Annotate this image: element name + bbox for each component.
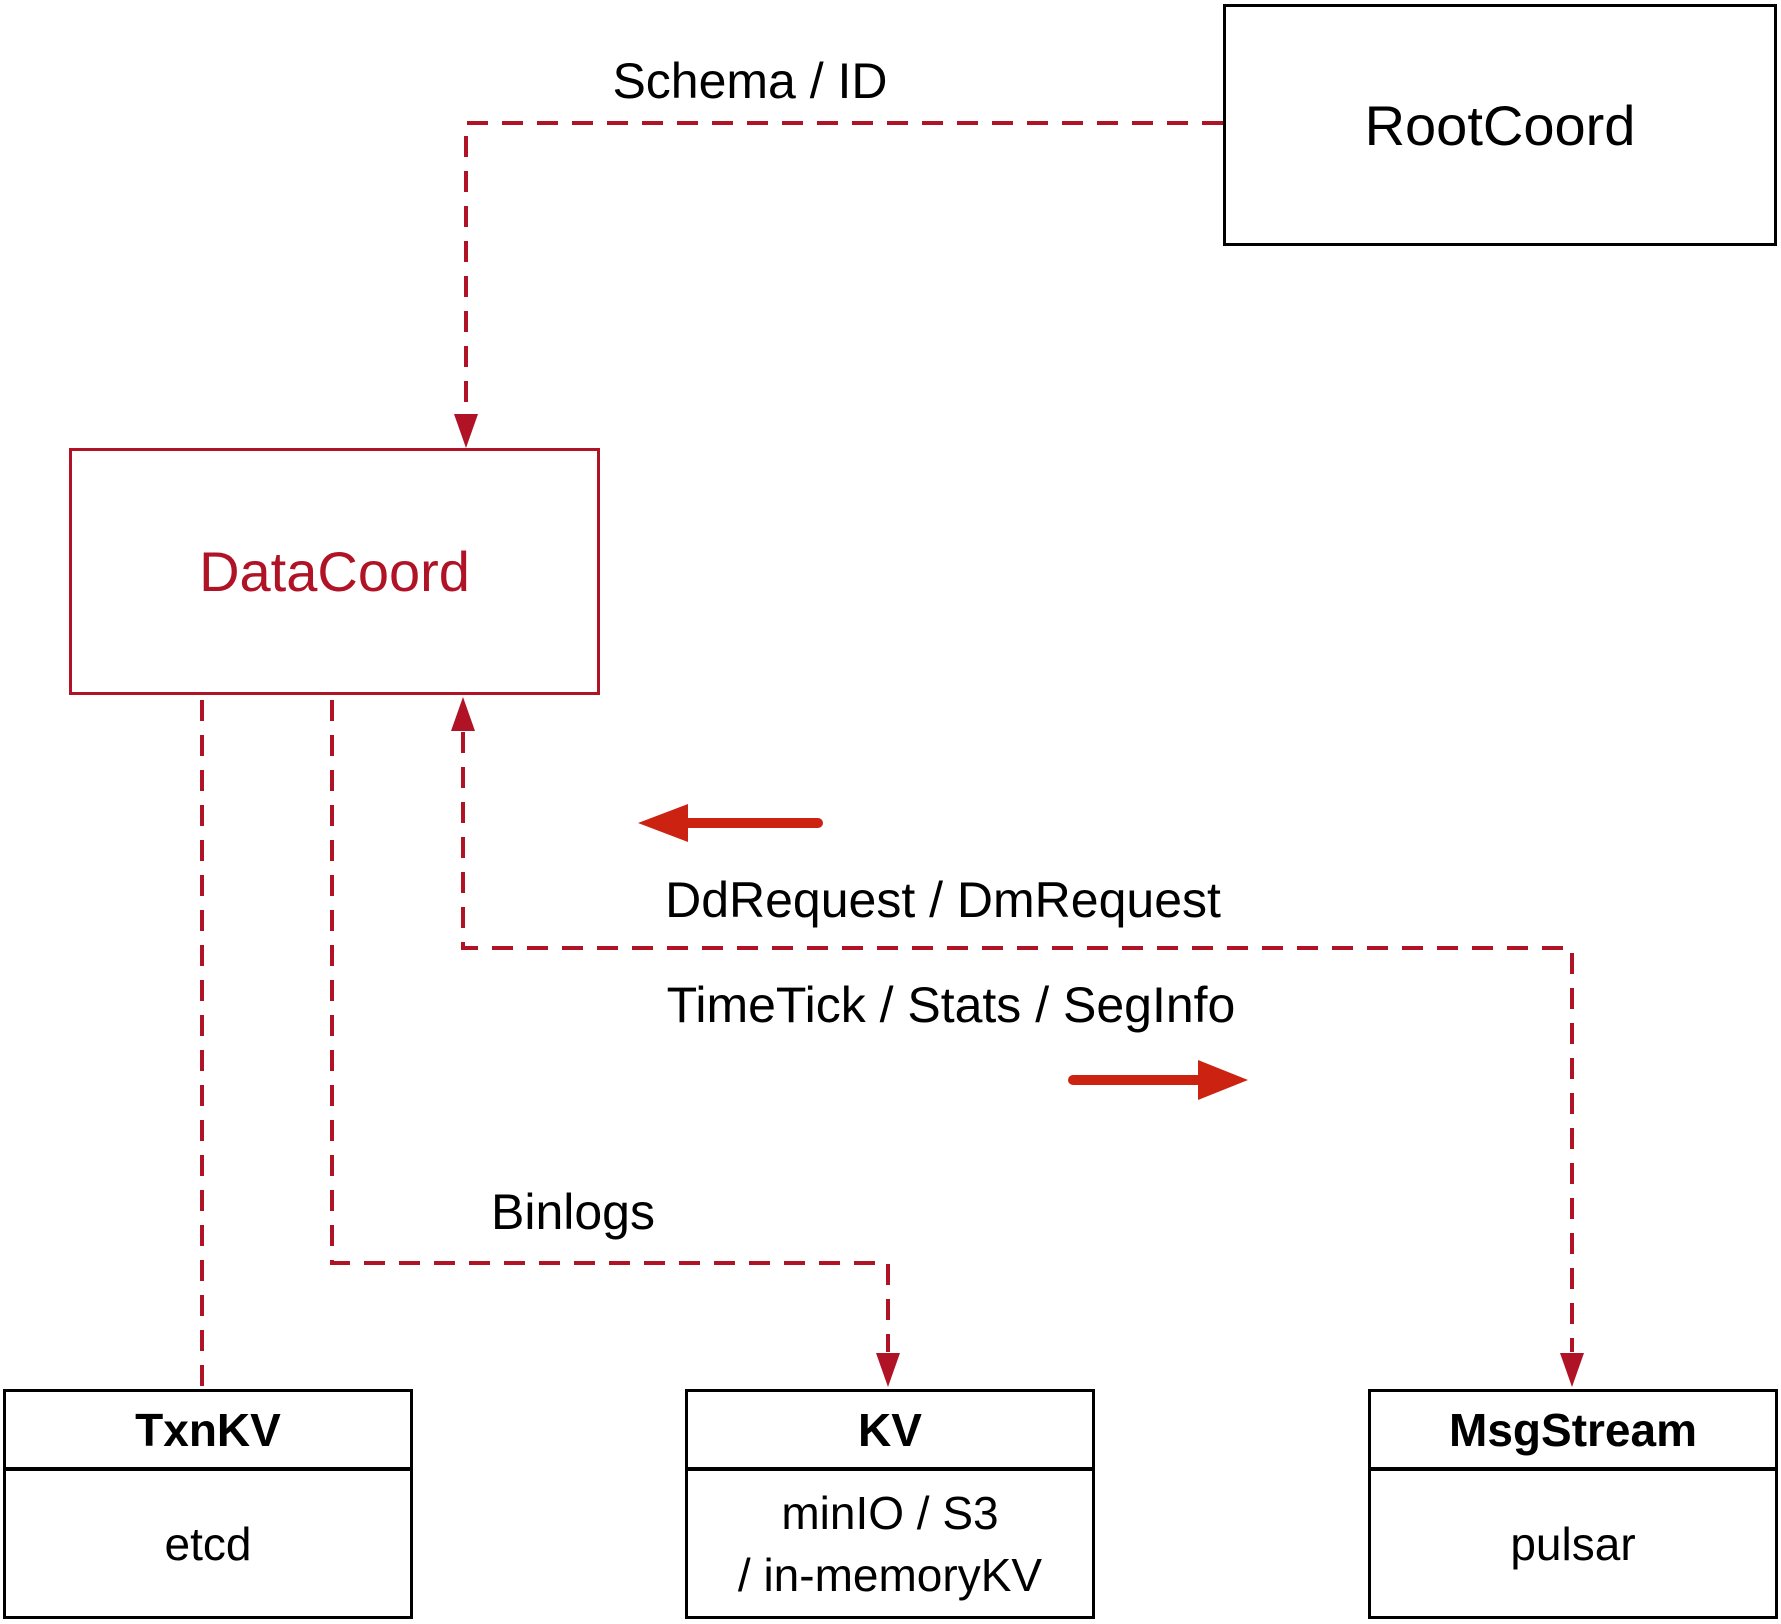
datacoord-label: DataCoord [199,540,470,603]
binlogs-edge-label: Binlogs [491,1184,655,1240]
txnkv-title: TxnKV [6,1392,410,1471]
left-direction-arrow-icon [638,804,688,842]
schema-id-edge-label: Schema / ID [612,53,888,109]
schema-id-arrowhead-icon [454,414,478,448]
kv-body-line1: minIO / S3 [781,1486,999,1539]
feedback-down-arrowhead-icon [1560,1353,1584,1387]
msgstream-title: MsgStream [1371,1392,1775,1471]
right-direction-arrow-icon [1198,1060,1248,1100]
feedback-up-arrowhead-icon [451,697,475,731]
timetick-edge-label: TimeTick / Stats / SegInfo [666,977,1236,1033]
schema-id-edge [464,121,1223,414]
node-msgstream: MsgStream pulsar [1368,1389,1778,1619]
node-kv: KV minIO / S3 / in-memoryKV [685,1389,1095,1619]
rootcoord-label: RootCoord [1364,93,1636,157]
msgstream-feedback-edge [461,732,1574,1352]
node-txnkv: TxnKV etcd [3,1389,413,1619]
kv-title: KV [688,1392,1092,1471]
msgstream-body-label: pulsar [1510,1517,1636,1570]
node-datacoord: DataCoord [69,448,600,695]
node-rootcoord: RootCoord [1223,4,1777,246]
txnkv-body-label: etcd [164,1517,252,1570]
ddrequest-edge-label: DdRequest / DmRequest [665,872,1221,928]
kv-body-line2: / in-memoryKV [737,1548,1043,1601]
binlogs-arrowhead-icon [876,1353,900,1387]
binlogs-edge [330,700,890,1352]
